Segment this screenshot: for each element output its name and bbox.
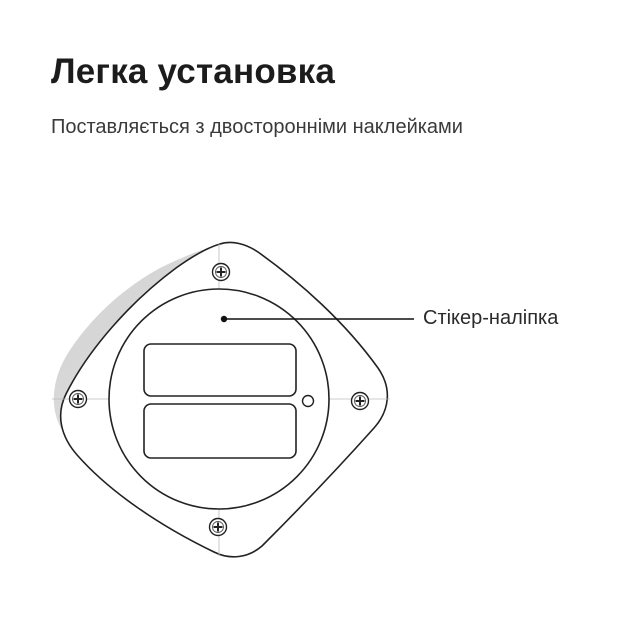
- sticker-pad-bottom: [143, 403, 297, 459]
- screw-icon: [350, 391, 370, 411]
- screw-icon: [68, 389, 88, 409]
- pin-hole: [301, 394, 315, 408]
- page-subtitle: Поставляється з двосторонніми наклейками: [51, 116, 463, 138]
- screw-icon: [211, 262, 231, 282]
- screw-icon: [208, 517, 228, 537]
- page-title: Легка установка: [51, 52, 335, 91]
- mounting-plate-circle: [108, 288, 330, 510]
- callout-label: Стікер-наліпка: [423, 307, 559, 329]
- sticker-pad-top: [143, 343, 297, 397]
